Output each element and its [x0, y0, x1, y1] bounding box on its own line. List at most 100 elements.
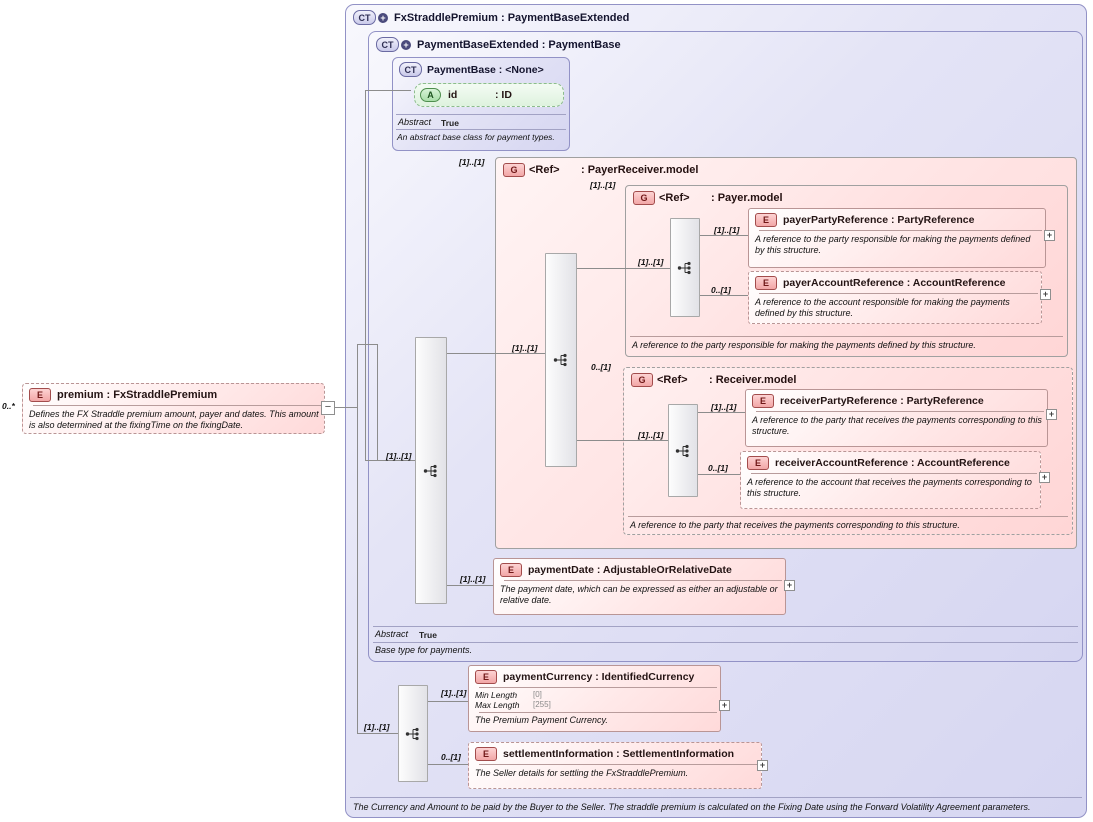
multiplicity-receiveraccountreference: 0..[1] — [708, 463, 728, 473]
group-type: : Payer.model — [711, 192, 783, 204]
connector-line — [357, 344, 378, 345]
ct-badge: CT — [353, 10, 376, 25]
expand-toggle-receiveraccountreference[interactable]: + — [1039, 472, 1050, 483]
expand-toggle-paymentdate[interactable]: + — [784, 580, 795, 591]
connector-line — [365, 90, 411, 91]
sequence-connector — [670, 218, 700, 317]
facet-label: Max Length — [475, 700, 520, 710]
element-payeraccountreference[interactable]: E payerAccountReference : AccountReferen… — [748, 271, 1042, 324]
divider — [479, 764, 758, 765]
ct-badge: CT — [376, 37, 399, 52]
element-description: A reference to the party that receives t… — [752, 415, 1042, 436]
connector-line — [334, 407, 357, 408]
group-name: <Ref> — [657, 374, 688, 386]
sequence-connector — [398, 685, 428, 782]
group-header: G <Ref> : Payer.model — [633, 191, 783, 205]
expand-toggle-paymentcurrency[interactable]: + — [719, 700, 730, 711]
element-receiveraccountreference[interactable]: E receiverAccountReference : AccountRefe… — [740, 451, 1041, 509]
element-paymentdate[interactable]: E paymentDate : AdjustableOrRelativeDate… — [493, 558, 786, 615]
extension-plus-icon: + — [401, 39, 411, 50]
multiplicity-payeraccountreference: 0..[1] — [711, 285, 731, 295]
paymentbaseextended-footer-note: Base type for payments. — [375, 645, 473, 655]
element-title: paymentCurrency : IdentifiedCurrency — [503, 671, 695, 683]
element-description: A reference to the account responsible f… — [755, 297, 1010, 318]
complextype-header: CT+ FxStraddlePremium : PaymentBaseExten… — [353, 10, 629, 25]
element-description: A reference to the party responsible for… — [755, 234, 1031, 255]
element-badge: E — [755, 213, 777, 227]
multiplicity-receiver-ref: 0..[1] — [591, 362, 611, 372]
abstract-value: True — [441, 118, 459, 128]
connector-line — [377, 344, 378, 461]
group-badge: G — [631, 373, 653, 387]
group-name: <Ref> — [659, 192, 690, 204]
expand-toggle-payeraccountreference[interactable]: + — [1040, 289, 1051, 300]
connector-line — [365, 460, 415, 461]
connector-line — [445, 585, 493, 586]
expand-toggle-settlementinformation[interactable]: + — [757, 760, 768, 771]
element-premium[interactable]: E premium : FxStraddlePremium Defines th… — [22, 383, 325, 434]
expand-toggle-payerpartyreference[interactable]: + — [1044, 230, 1055, 241]
paymentbase-box[interactable]: CT PaymentBase : <None> A id : ID Abstra… — [392, 57, 570, 151]
element-title: receiverAccountReference : AccountRefere… — [775, 457, 1010, 469]
element-title: payerPartyReference : PartyReference — [783, 214, 975, 226]
multiplicity-payerpartyreference: [1]..[1] — [714, 225, 740, 235]
multiplicity-payer-ref: [1]..[1] — [590, 180, 616, 190]
divider — [751, 473, 1037, 474]
group-badge: G — [503, 163, 525, 177]
group-header: G <Ref> : Receiver.model — [631, 373, 796, 387]
connector-line — [365, 90, 366, 461]
divider — [396, 114, 566, 115]
group-name: <Ref> — [529, 164, 560, 176]
facet-value: [255] — [533, 700, 551, 709]
connector-line — [357, 344, 358, 734]
sequence-connector — [545, 253, 577, 467]
paymentbase-header: CT PaymentBase : <None> — [399, 62, 544, 77]
multiplicity-premium: 0..* — [2, 401, 15, 411]
sequence-connector — [668, 404, 698, 497]
abstract-value: True — [419, 630, 437, 640]
element-badge: E — [755, 276, 777, 290]
element-description: A reference to the account that receives… — [747, 477, 1032, 498]
complextype-title: FxStraddlePremium : PaymentBaseExtended — [394, 11, 630, 24]
element-badge: E — [500, 563, 522, 577]
connector-line — [696, 474, 740, 475]
facet-label: Min Length — [475, 690, 518, 700]
element-payerpartyreference[interactable]: E payerPartyReference : PartyReference A… — [748, 208, 1046, 268]
multiplicity-payerreceiver-ref: [1]..[1] — [459, 157, 485, 167]
multiplicity-receiver-seq: [1]..[1] — [638, 430, 664, 440]
element-title: paymentDate : AdjustableOrRelativeDate — [528, 564, 732, 576]
element-description: The Premium Payment Currency. — [475, 715, 608, 725]
payer-footer-note: A reference to the party responsible for… — [632, 340, 976, 350]
multiplicity-payerreceiver-seq: [1]..[1] — [512, 343, 538, 353]
sequence-icon — [677, 261, 691, 274]
multiplicity-receiverpartyreference: [1]..[1] — [711, 402, 737, 412]
divider — [396, 129, 566, 130]
element-badge: E — [747, 456, 769, 470]
sequence-icon — [405, 727, 419, 740]
group-header: G <Ref> : PayerReceiver.model — [503, 163, 698, 177]
collapse-toggle[interactable]: − — [321, 401, 335, 415]
element-settlementinformation[interactable]: E settlementInformation : SettlementInfo… — [468, 742, 762, 789]
ct-badge: CT — [399, 62, 422, 77]
multiplicity-paymentdate: [1]..[1] — [460, 574, 486, 584]
attribute-type: : ID — [495, 89, 512, 101]
paymentbase-footer-note: An abstract base class for payment types… — [397, 132, 555, 142]
divider — [33, 405, 321, 406]
connector-line — [575, 268, 670, 269]
divider — [759, 293, 1038, 294]
divider — [628, 516, 1068, 517]
element-paymentcurrency[interactable]: E paymentCurrency : IdentifiedCurrency M… — [468, 665, 721, 732]
element-receiverpartyreference[interactable]: E receiverPartyReference : PartyReferenc… — [745, 389, 1048, 447]
element-badge: E — [475, 747, 497, 761]
facet-row: Min Length [0] — [475, 690, 716, 700]
divider — [479, 687, 717, 688]
multiplicity-paymentcurrency: [1]..[1] — [441, 688, 467, 698]
divider — [759, 230, 1042, 231]
attribute-id[interactable]: A id : ID — [414, 83, 564, 107]
element-title: receiverPartyReference : PartyReference — [780, 395, 984, 407]
divider — [350, 797, 1082, 798]
facet-list: Min Length [0] Max Length [255] — [475, 690, 716, 710]
element-badge: E — [475, 670, 497, 684]
group-type: : Receiver.model — [709, 374, 797, 386]
expand-toggle-receiverpartyreference[interactable]: + — [1046, 409, 1057, 420]
